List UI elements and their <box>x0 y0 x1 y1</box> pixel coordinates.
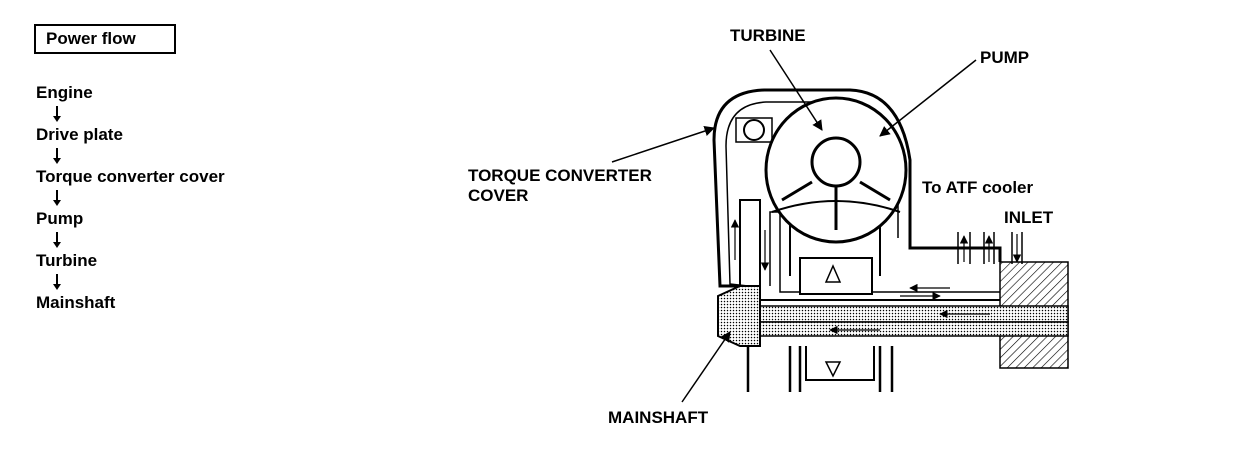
mainshaft-housing <box>717 261 1069 392</box>
down-arrow-icon <box>50 104 70 124</box>
flow-step-drive-plate: Drive plate <box>36 125 123 144</box>
flow-step-torque-converter-cover: Torque converter cover <box>36 167 225 186</box>
power-flow-list: Engine Drive plate Torque converter cove… <box>36 82 225 314</box>
flow-step-turbine: Turbine <box>36 251 98 270</box>
label-turbine: TURBINE <box>730 26 806 45</box>
atf-ports <box>957 232 1023 264</box>
label-torque-converter-cover-line2: COVER <box>468 186 529 205</box>
fluid-flow-arrows <box>730 219 990 335</box>
label-pump: PUMP <box>980 48 1030 67</box>
pump-turbine-shape <box>735 96 908 295</box>
down-arrow-icon <box>50 146 70 166</box>
label-to-atf-cooler: To ATF cooler <box>922 178 1034 197</box>
down-arrow-icon <box>50 272 70 292</box>
power-flow-title: Power flow <box>34 24 176 54</box>
flow-step-mainshaft: Mainshaft <box>36 293 116 312</box>
down-arrow-icon <box>50 230 70 250</box>
flow-step-engine: Engine <box>36 83 93 102</box>
leader-lines <box>611 49 977 403</box>
label-torque-converter-cover-line1: TORQUE CONVERTER <box>468 166 652 185</box>
down-arrow-icon <box>50 188 70 208</box>
label-inlet: INLET <box>1004 208 1054 227</box>
flow-step-pump: Pump <box>36 209 84 228</box>
label-mainshaft: MAINSHAFT <box>608 408 709 427</box>
